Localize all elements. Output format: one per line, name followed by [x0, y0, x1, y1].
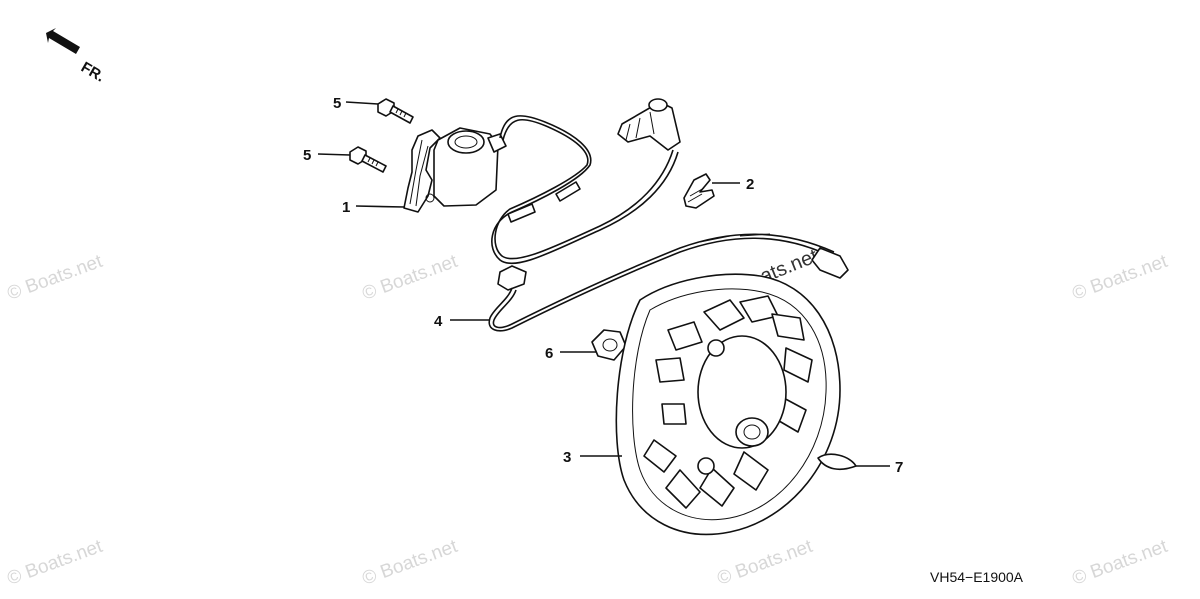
bolt-lower	[349, 146, 387, 173]
front-direction-indicator: FR.	[46, 28, 107, 86]
watermark-layer: © Boats.net © Boats.net © Boats.net © Bo…	[5, 245, 1171, 590]
woodruff-key	[817, 453, 857, 471]
callout-1[interactable]: 1	[342, 199, 350, 216]
watermark: © Boats.net	[360, 251, 461, 305]
callout-4[interactable]: 4	[434, 313, 443, 330]
callout-5-lower[interactable]: 5	[303, 147, 311, 164]
watermark: © Boats.net	[1070, 251, 1171, 305]
diagram-code: VH54−E1900A	[930, 569, 1024, 585]
ignition-coil	[403, 127, 507, 213]
high-tension-lead	[491, 115, 679, 265]
spark-plug-cap	[617, 98, 681, 151]
callout-2[interactable]: 2	[746, 176, 754, 193]
spring-clip	[683, 173, 715, 209]
bolt-upper	[377, 98, 414, 124]
callout-labels: 5 5 1 2 4 6 3 7	[303, 95, 903, 476]
watermark: © Boats.net	[715, 536, 816, 590]
flywheel	[615, 273, 841, 536]
flywheel-fins	[643, 295, 813, 509]
watermark: © Boats.net	[360, 536, 461, 590]
front-direction-label: FR.	[78, 59, 107, 86]
flywheel-nut	[591, 329, 627, 361]
leader-lines	[317, 101, 890, 467]
stop-switch-wire	[488, 233, 849, 332]
callout-6[interactable]: 6	[545, 345, 553, 362]
watermark: © Boats.net	[5, 536, 106, 590]
callout-3[interactable]: 3	[563, 449, 571, 466]
callout-7[interactable]: 7	[895, 459, 903, 476]
watermark: © Boats.net	[1070, 536, 1171, 590]
front-direction-arrow-icon	[46, 28, 80, 54]
watermark: © Boats.net	[5, 251, 106, 305]
callout-5-upper[interactable]: 5	[333, 95, 341, 112]
